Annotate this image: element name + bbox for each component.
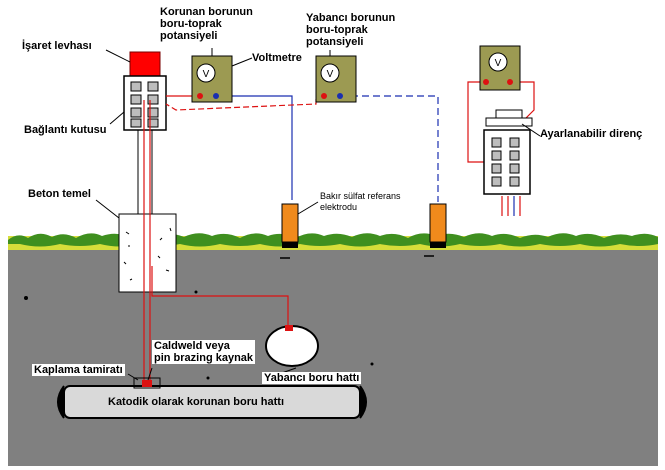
meter-terminal-blue	[337, 93, 343, 99]
foreign-pipe-lead	[151, 266, 289, 326]
concrete-mark	[123, 261, 127, 265]
label-sign-plate: İşaret levhası	[22, 40, 92, 52]
meter-dial	[196, 63, 216, 83]
coating-repair-patch	[133, 377, 161, 389]
terminal	[491, 150, 502, 161]
terminal	[130, 94, 142, 105]
electrode-body	[281, 203, 299, 243]
pebble	[194, 290, 198, 294]
label-protected-potential: Korunan borunun boru-toprak potansiyeli	[160, 6, 253, 42]
meter-symbol: V	[203, 69, 210, 80]
concrete-mark	[165, 269, 170, 272]
meter-terminal-red	[321, 93, 327, 99]
terminal	[147, 118, 159, 128]
leader-voltmeter	[231, 57, 253, 67]
meter-dial	[488, 52, 508, 72]
terminal	[509, 150, 520, 161]
reference-electrode-1	[280, 203, 299, 259]
terminal	[509, 163, 520, 174]
terminal	[491, 163, 502, 174]
label-reference-electrode: Bakır sülfat referans elektrodu	[320, 191, 401, 212]
protected-pipeline	[57, 377, 367, 419]
foreign-pipe	[265, 325, 319, 367]
concrete-mark	[125, 231, 130, 235]
voltmeter-2: V	[315, 55, 357, 103]
terminal	[147, 81, 159, 92]
label-foreign-pipeline: Yabancı boru hattı	[262, 372, 362, 384]
concrete-base	[118, 213, 177, 293]
concrete-mark	[169, 227, 172, 232]
terminal	[130, 107, 142, 118]
concrete-marks	[123, 227, 172, 281]
leader-coating	[127, 373, 139, 381]
meter2-red-wire	[165, 95, 322, 111]
label-concrete-base: Beton temel	[28, 188, 91, 200]
pebble	[206, 376, 210, 380]
junction-box	[123, 75, 167, 131]
leader-sign	[105, 49, 131, 63]
terminal	[147, 107, 159, 118]
concrete-mark	[129, 278, 133, 281]
terminal	[147, 94, 159, 105]
label-junction-box: Bağlantı kutusu	[24, 124, 107, 136]
electrode-tip	[430, 242, 446, 248]
junction-box-2	[483, 129, 531, 195]
sign-plate	[129, 51, 161, 77]
junction-terminals-2	[491, 137, 520, 187]
meter1-blue-wire	[216, 95, 293, 200]
grass	[8, 233, 658, 247]
pipe-left-end	[57, 385, 65, 419]
terminal	[491, 176, 502, 187]
pebble	[370, 362, 374, 366]
leader-electrode	[297, 201, 319, 215]
test-station	[118, 51, 177, 293]
meter3-left-wire	[467, 81, 486, 163]
meter-symbol: V	[327, 69, 334, 80]
resistor-cap	[495, 109, 523, 119]
terminal	[509, 176, 520, 187]
terminal	[509, 137, 520, 148]
voltmeter-3: V	[479, 45, 521, 91]
leader-concrete	[95, 199, 120, 219]
ground	[8, 233, 658, 466]
junction-terminals	[130, 81, 159, 128]
meter-terminal-left	[483, 79, 489, 85]
electrode-body	[429, 203, 447, 243]
pebble	[24, 296, 28, 300]
pipe-right-end	[359, 385, 367, 419]
adjustable-resistor-box	[483, 109, 533, 195]
concrete-mark	[157, 255, 161, 259]
resistor-bar	[485, 117, 533, 127]
label-weld: Caldweld veya pin brazing kaynak	[152, 340, 256, 364]
terminal	[130, 118, 142, 128]
foreign-pipe-weld	[285, 325, 293, 331]
electrode-tip	[282, 242, 298, 248]
meter-terminal-red	[197, 93, 203, 99]
terminal	[491, 137, 502, 148]
leader-junction	[109, 111, 125, 125]
label-foreign-potential: Yabancı borunun boru-toprak potansiyeli	[306, 12, 396, 48]
meter3-right-wire	[510, 81, 535, 121]
label-voltmeter: Voltmetre	[252, 52, 302, 64]
reference-electrode-2	[424, 203, 447, 257]
meter-terminal-blue	[213, 93, 219, 99]
protected-pipe-weld	[142, 380, 152, 387]
leader-resistor	[521, 123, 541, 137]
meter-terminal-right	[507, 79, 513, 85]
label-adjustable-resistor: Ayarlanabilir direnç	[540, 128, 643, 140]
leader-weld	[147, 367, 153, 381]
label-protected-pipeline: Katodik olarak korunan boru hattı	[108, 396, 285, 408]
wires	[143, 81, 535, 384]
meter-symbol: V	[495, 58, 502, 69]
terminal	[130, 81, 142, 92]
concrete-mark	[159, 237, 163, 241]
meter-dial	[320, 63, 340, 83]
label-coating-repair: Kaplama tamiratı	[32, 364, 125, 376]
foreign-pipe-section	[265, 325, 319, 367]
meter2-blue-wire	[340, 95, 439, 202]
voltmeter-1: V	[191, 55, 233, 103]
soil	[8, 244, 658, 466]
